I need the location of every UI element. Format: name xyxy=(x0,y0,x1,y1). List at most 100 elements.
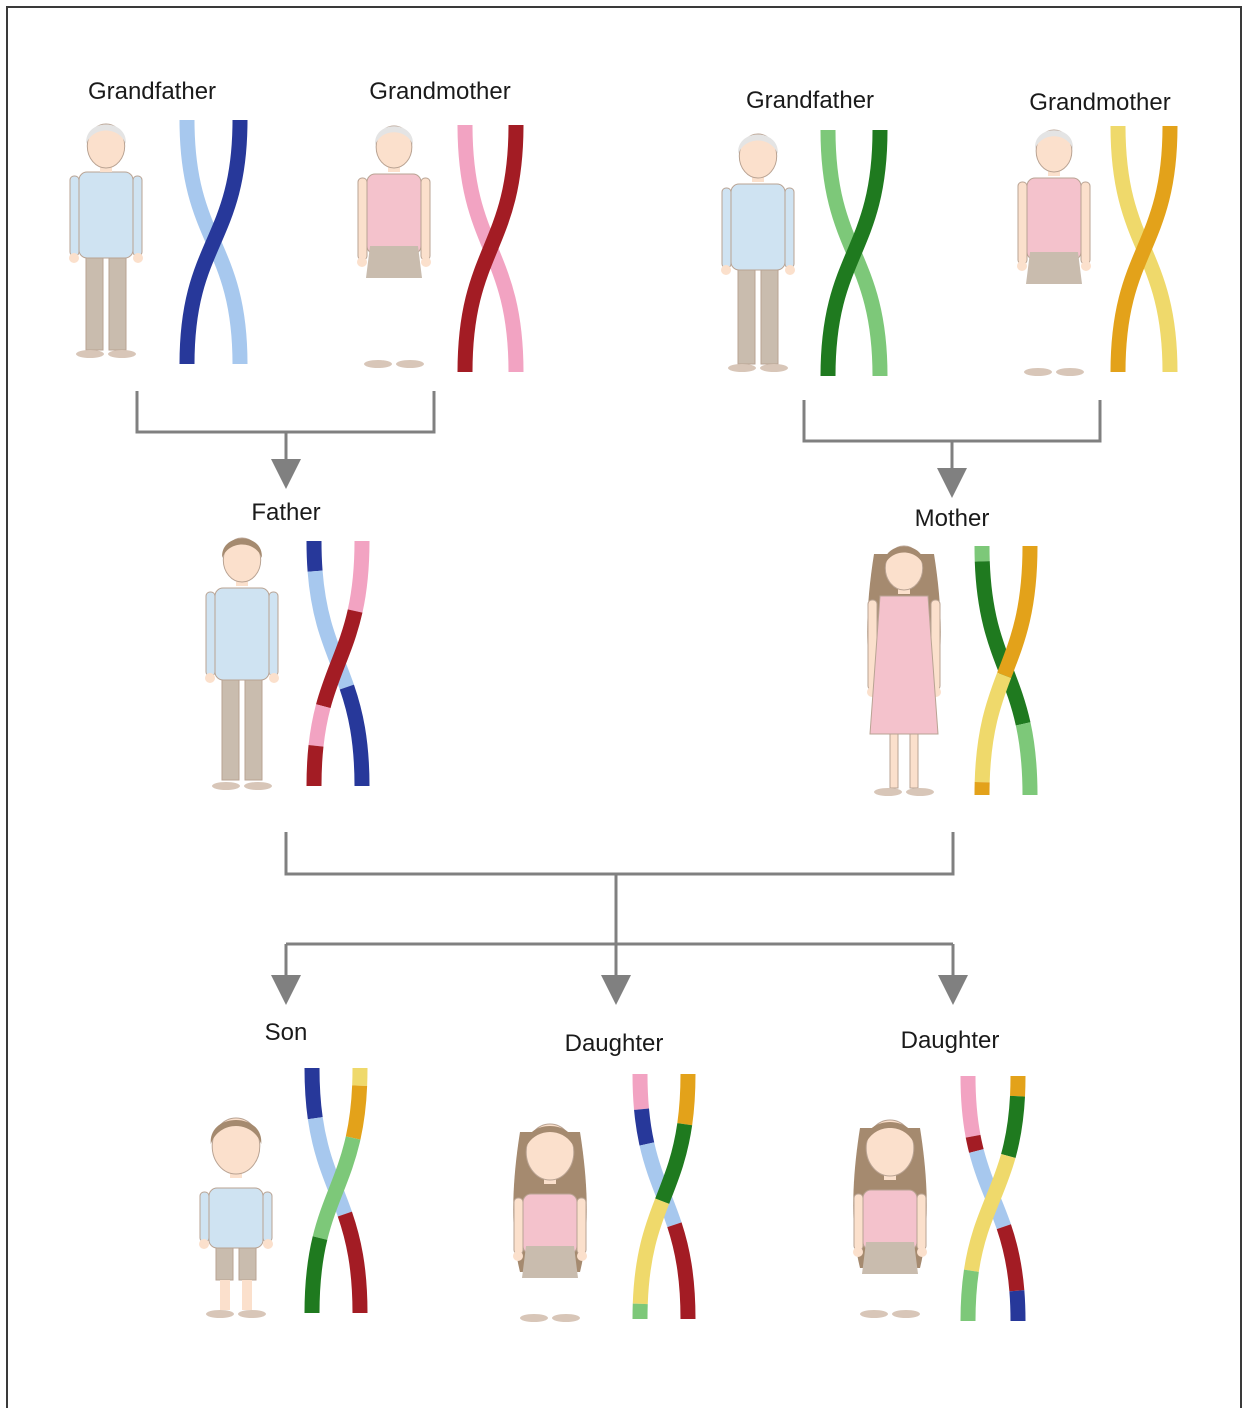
hand xyxy=(917,1247,927,1257)
daughter-1-figure xyxy=(513,1124,587,1322)
arm xyxy=(577,1198,586,1254)
grandmother-paternal-figure xyxy=(357,126,431,368)
leg xyxy=(86,254,103,350)
arm xyxy=(269,592,278,676)
leg xyxy=(239,1244,256,1280)
grandfather-maternal-chromosome xyxy=(828,130,880,376)
son-figure xyxy=(199,1118,273,1318)
daughter-2-chromosome xyxy=(968,1076,1018,1321)
foot xyxy=(238,1310,266,1318)
hand xyxy=(577,1251,587,1261)
foot xyxy=(1056,368,1084,376)
daughter-2-figure xyxy=(853,1120,927,1318)
hand xyxy=(1017,261,1027,271)
son-chromosome xyxy=(312,1068,360,1313)
foot xyxy=(396,360,424,368)
label-son: Son xyxy=(265,1019,308,1046)
shirt xyxy=(731,184,785,270)
connectors xyxy=(137,391,1100,990)
hand xyxy=(133,253,143,263)
father-figure xyxy=(205,538,279,790)
skirt xyxy=(1026,252,1082,284)
shirt xyxy=(79,172,133,258)
skirt xyxy=(522,1246,578,1278)
connector-paternal-grandparents xyxy=(137,391,434,432)
label-mother: Mother xyxy=(915,505,990,532)
leg xyxy=(109,254,126,350)
foot xyxy=(728,364,756,372)
foot xyxy=(520,1314,548,1322)
leg xyxy=(222,676,239,780)
label-father: Father xyxy=(251,499,320,526)
foot xyxy=(874,788,902,796)
shirt xyxy=(863,1190,917,1250)
hand xyxy=(421,257,431,267)
leg xyxy=(738,266,755,364)
label-grandmother-paternal: Grandmother xyxy=(369,78,510,105)
foot xyxy=(212,782,240,790)
shirt xyxy=(1027,178,1081,260)
arm xyxy=(421,178,430,260)
arm xyxy=(70,176,79,256)
label-daughter-1: Daughter xyxy=(565,1030,664,1057)
shirt xyxy=(523,1194,577,1254)
foot xyxy=(76,350,104,358)
foot xyxy=(1024,368,1052,376)
arm xyxy=(917,1194,926,1250)
arm xyxy=(200,1192,209,1242)
leg xyxy=(910,734,918,788)
father-chromosome xyxy=(314,541,362,786)
leg xyxy=(890,734,898,788)
arm xyxy=(1081,182,1090,264)
grandmother-paternal-chromosome xyxy=(465,125,516,372)
hand xyxy=(69,253,79,263)
foot xyxy=(892,1310,920,1318)
skirt xyxy=(862,1242,918,1274)
hand xyxy=(1081,261,1091,271)
arm xyxy=(722,188,731,268)
mother-chromosome xyxy=(982,546,1030,795)
hand xyxy=(199,1239,209,1249)
shin xyxy=(220,1280,230,1310)
arm xyxy=(358,178,367,260)
hand xyxy=(357,257,367,267)
arm xyxy=(1018,182,1027,264)
shirt xyxy=(367,174,421,254)
foot xyxy=(206,1310,234,1318)
hand xyxy=(263,1239,273,1249)
shirt xyxy=(209,1188,263,1248)
dress xyxy=(870,596,938,734)
hand xyxy=(853,1247,863,1257)
leg xyxy=(245,676,262,780)
foot xyxy=(906,788,934,796)
grandfather-maternal-figure xyxy=(721,134,795,372)
leg xyxy=(216,1244,233,1280)
grandfather-paternal-chromosome xyxy=(187,120,240,364)
grandfather-paternal-figure xyxy=(69,124,143,358)
arm xyxy=(854,1194,863,1250)
arm xyxy=(263,1192,272,1242)
label-grandfather-maternal: Grandfather xyxy=(746,87,874,114)
label-grandmother-maternal: Grandmother xyxy=(1029,89,1170,116)
skirt xyxy=(366,246,422,278)
shirt xyxy=(215,588,269,680)
leg xyxy=(761,266,778,364)
connector-maternal-grandparents xyxy=(804,400,1100,441)
connector-parents xyxy=(286,832,953,874)
hand xyxy=(785,265,795,275)
hand xyxy=(721,265,731,275)
hand xyxy=(205,673,215,683)
arm xyxy=(514,1198,523,1254)
arm xyxy=(133,176,142,256)
grandmother-maternal-figure xyxy=(1017,130,1091,376)
hand xyxy=(513,1251,523,1261)
label-grandfather-paternal: Grandfather xyxy=(88,78,216,105)
shin xyxy=(242,1280,252,1310)
grandmother-maternal-chromosome xyxy=(1118,126,1170,372)
foot xyxy=(552,1314,580,1322)
foot xyxy=(860,1310,888,1318)
foot xyxy=(364,360,392,368)
foot xyxy=(760,364,788,372)
arm xyxy=(206,592,215,676)
